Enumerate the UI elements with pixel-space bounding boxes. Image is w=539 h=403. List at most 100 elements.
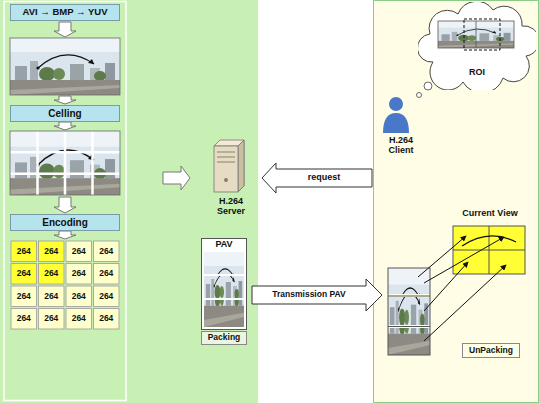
panorama-frame xyxy=(10,38,120,95)
node-text: ROI xyxy=(469,68,485,78)
server-node: H.264 Server xyxy=(200,135,262,217)
node-text: Packing xyxy=(208,333,241,342)
process-box: AVI → BMP → YUV xyxy=(10,4,120,21)
table-cell-text: 264 xyxy=(65,263,93,286)
pav-ground xyxy=(201,238,247,330)
process-box: Celling xyxy=(10,105,120,122)
drawing-part xyxy=(66,241,92,262)
pav-tile xyxy=(204,246,244,327)
table-cell-text: 264 xyxy=(65,240,93,263)
current-view-node: Current View xyxy=(450,209,530,279)
table-cell-text: 264 xyxy=(10,240,38,263)
drawing-part xyxy=(389,97,403,111)
node-text: Current View xyxy=(462,209,517,219)
drawing-part xyxy=(66,286,92,307)
step-label-box: Packing xyxy=(201,331,247,345)
stack-frame xyxy=(388,326,430,327)
view-grid xyxy=(453,250,525,251)
table-cell-text: 264 xyxy=(93,263,121,286)
node-text: UnPacking xyxy=(469,346,513,355)
client-panel xyxy=(374,1,539,403)
server-icon xyxy=(214,140,244,192)
drawing-part xyxy=(217,152,235,153)
drawing-part xyxy=(36,131,39,195)
drawing-part xyxy=(217,162,235,163)
drawing-part xyxy=(64,131,67,195)
drawing-part xyxy=(383,113,409,133)
user-icon xyxy=(383,97,409,133)
panorama-image xyxy=(10,38,120,95)
flow-arrow xyxy=(54,22,76,37)
table-cell-text: 264 xyxy=(10,285,38,308)
drawing-part xyxy=(418,236,466,277)
flow-arrow xyxy=(163,166,190,190)
encoded-cells xyxy=(11,241,119,329)
table-cell-text: 264 xyxy=(38,308,66,331)
drawing-part xyxy=(238,140,244,192)
client-node: H.264 Client xyxy=(372,92,430,192)
arrow-label: Transmission PAV xyxy=(253,287,365,303)
drawing-part xyxy=(94,264,120,285)
node-text: PAV xyxy=(215,240,232,250)
drawing-part xyxy=(66,264,92,285)
celled-frame xyxy=(10,131,120,195)
unpack-lines xyxy=(418,236,506,341)
table-cell-text: 264 xyxy=(38,263,66,286)
drawing-part xyxy=(10,172,120,175)
drawing-part xyxy=(238,140,244,192)
flow-arrow xyxy=(54,96,76,104)
stack-tile xyxy=(388,274,430,355)
drawing-part xyxy=(214,146,238,192)
arrow-label: request xyxy=(306,173,343,183)
drawing-part xyxy=(94,241,120,262)
table-cell-text: 264 xyxy=(38,240,66,263)
drawing-part xyxy=(388,274,430,355)
celled-panorama xyxy=(10,131,120,195)
cell-grid xyxy=(10,131,120,195)
drawing-part xyxy=(11,241,37,262)
drawing-part xyxy=(66,309,92,330)
drawing-part xyxy=(438,21,514,48)
drawing-part xyxy=(464,19,500,50)
node-text: AVI → BMP → YUV xyxy=(23,7,108,17)
flow-arrow xyxy=(54,231,76,239)
request-arrow xyxy=(262,163,372,193)
thought-cloud-node: ROI xyxy=(418,2,536,90)
drawing-part xyxy=(438,21,514,48)
node-text: H.264 Client xyxy=(381,136,421,156)
drawing-part xyxy=(11,264,37,285)
node-text: Celling xyxy=(48,108,81,119)
table-cell-text: 264 xyxy=(65,308,93,331)
process-box: Encoding xyxy=(10,214,120,231)
node-text: H.264 Server xyxy=(211,197,251,217)
drawing-part xyxy=(438,21,514,48)
drawing-part xyxy=(438,21,514,48)
drawing-part xyxy=(424,262,468,311)
drawing-part xyxy=(94,309,120,330)
table-cell-text: 264 xyxy=(10,263,38,286)
table-cell-text: 264 xyxy=(38,285,66,308)
thought-bubble xyxy=(424,82,432,90)
drawing-part xyxy=(224,178,228,182)
table-cell-text: 264 xyxy=(10,308,38,331)
transmission-arrow xyxy=(252,279,382,311)
packed-frame: PAV xyxy=(201,238,247,330)
drawing-part xyxy=(94,286,120,307)
pipeline-frame xyxy=(4,2,126,401)
table-cell-text: 264 xyxy=(93,308,121,331)
drawing-part xyxy=(10,151,120,154)
drawing-part xyxy=(39,241,65,262)
drawing-part xyxy=(204,246,244,327)
view-arc xyxy=(462,236,516,246)
stack-frame xyxy=(388,268,430,355)
drawing-part xyxy=(424,265,506,341)
drawing-part xyxy=(217,157,235,158)
step-label-box: UnPacking xyxy=(462,343,520,358)
drawing-part xyxy=(39,264,65,285)
drawing-part xyxy=(39,309,65,330)
drawing-part xyxy=(11,286,37,307)
drawing-part xyxy=(11,309,37,330)
thought-bubble xyxy=(417,93,422,98)
table-cell-text: 264 xyxy=(93,285,121,308)
